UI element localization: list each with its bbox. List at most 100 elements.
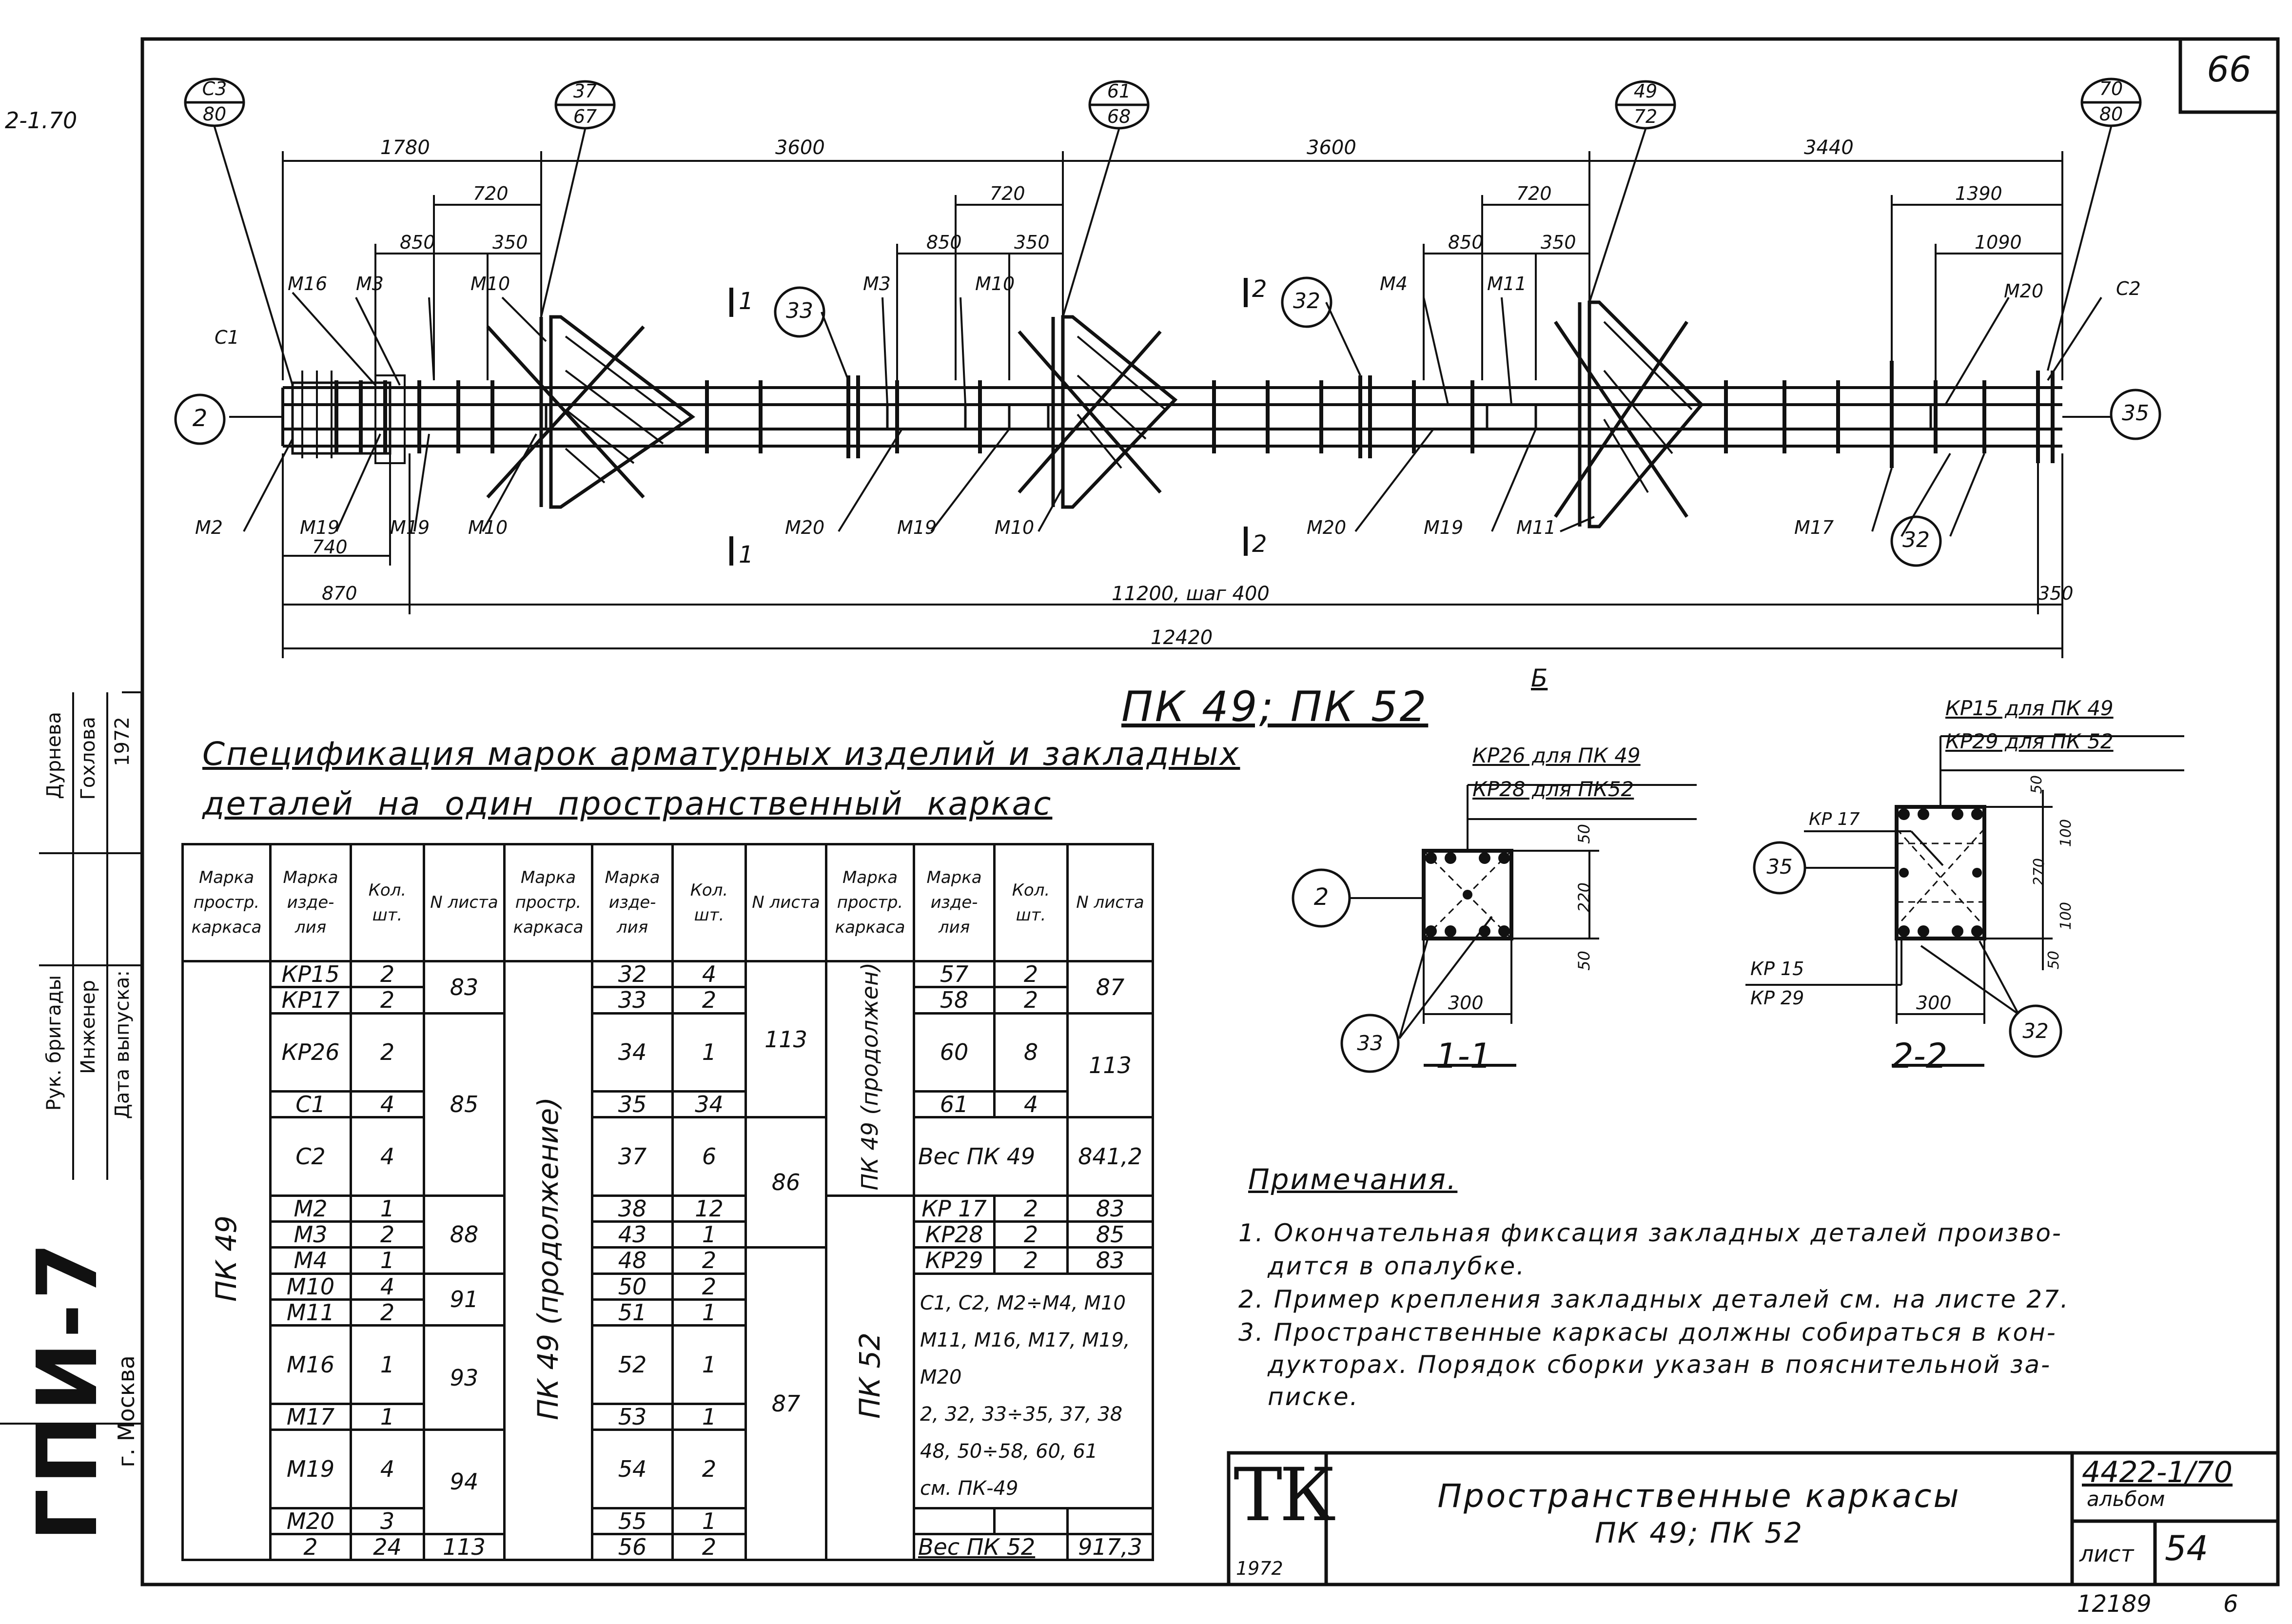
cell: 1 bbox=[671, 1220, 747, 1249]
cell-empty bbox=[1066, 1507, 1154, 1536]
cell: 34 bbox=[591, 1012, 674, 1093]
mark-m17: М17 bbox=[1794, 517, 1834, 538]
cell: 1 bbox=[350, 1324, 425, 1405]
cell: М10 bbox=[269, 1272, 352, 1301]
cell: М11 bbox=[269, 1298, 352, 1327]
cell: 2 bbox=[350, 959, 425, 989]
callout-35: 35 bbox=[2122, 401, 2149, 426]
cell: 2 bbox=[350, 986, 425, 1015]
weight-pk52-value: 917,3 bbox=[1066, 1532, 1154, 1562]
group-pk49-cont: ПК 49 (продолжение) bbox=[503, 959, 593, 1562]
callout-32a: 32 bbox=[1293, 289, 1320, 313]
cell: 2 bbox=[671, 986, 747, 1015]
section-2-kp17: КР 17 bbox=[1809, 809, 1860, 829]
cell: М19 bbox=[269, 1428, 352, 1509]
cell: 4 bbox=[993, 1090, 1069, 1119]
cell: КР15 bbox=[269, 959, 352, 989]
cell: 53 bbox=[591, 1402, 674, 1431]
table-row: М3 2 43 1 КР28 2 85 bbox=[183, 1220, 1154, 1249]
table-row: М20 3 55 1 bbox=[183, 1507, 1154, 1536]
cell-empty bbox=[993, 1507, 1069, 1536]
table-row: М19 4 94 54 2 bbox=[183, 1428, 1153, 1535]
cell: КР 17 bbox=[913, 1194, 996, 1223]
cell: 8 bbox=[993, 1012, 1069, 1093]
mark-m4: М4 bbox=[1380, 273, 1408, 294]
mark-c1: С1 bbox=[215, 327, 239, 348]
composition-line: 48, 50÷58, 60, 61 bbox=[920, 1440, 1098, 1463]
spec-title-line2: деталей на один пространственный каркас bbox=[202, 785, 1053, 822]
callout-2: 2 bbox=[192, 405, 208, 432]
dim-350b: 350 bbox=[1014, 232, 1050, 253]
composition-line: М11, М16, М17, М19, М20 bbox=[920, 1329, 1130, 1389]
table-row: М16 1 93 52 1 bbox=[183, 1324, 1153, 1431]
cell: 2 bbox=[993, 959, 1069, 989]
cell: М20 bbox=[269, 1507, 352, 1536]
cell: 52 bbox=[591, 1324, 674, 1405]
cell: 51 bbox=[591, 1298, 674, 1327]
dim-740: 740 bbox=[312, 536, 348, 558]
section-2-label: 2-2 bbox=[1892, 1036, 1948, 1076]
cell: 2 bbox=[350, 1298, 425, 1327]
note-line-5: дукторах. Порядок сборки указан в поясни… bbox=[1268, 1350, 2052, 1379]
cell: 2 bbox=[993, 1194, 1069, 1223]
cell: 4 bbox=[350, 1428, 425, 1509]
cell: 33 bbox=[591, 986, 674, 1015]
spec-header-row: Марка простр. каркаса Марка изде- лия Ко… bbox=[181, 843, 1154, 962]
dim-1390: 1390 bbox=[1955, 183, 2002, 204]
cell: 57 bbox=[913, 959, 996, 989]
mark-m10b: М10 bbox=[975, 273, 1015, 294]
hdr-7: Кол. шт. bbox=[671, 843, 747, 962]
view-mark: Б bbox=[1531, 664, 1548, 692]
pk52-composition: С1, С2, М2÷М4, М10 М11, М16, М17, М19, М… bbox=[913, 1272, 1154, 1509]
dim-720b: 720 bbox=[990, 183, 1025, 204]
cell: 43 bbox=[591, 1220, 674, 1249]
mark-m20a: М20 bbox=[2004, 280, 2044, 302]
cell: 1 bbox=[350, 1246, 425, 1275]
cell: КР28 bbox=[913, 1220, 996, 1249]
hdr-11: Кол. шт. bbox=[993, 843, 1069, 962]
cell: 1 bbox=[671, 1298, 747, 1327]
dim-870: 870 bbox=[322, 583, 357, 604]
mark-m19a: М19 bbox=[300, 517, 340, 538]
cell: М17 bbox=[269, 1402, 352, 1431]
table-row: М11 2 51 1 bbox=[183, 1298, 1153, 1327]
section-1-label: 1-1 bbox=[1436, 1036, 1492, 1076]
weight-pk49-value: 841,2 bbox=[1066, 1116, 1154, 1197]
hdr-12: N листа bbox=[1066, 843, 1154, 962]
cell: 4 bbox=[350, 1090, 425, 1119]
plan-view bbox=[174, 78, 2161, 658]
mark-m3a: М3 bbox=[356, 273, 384, 294]
cell: 2 bbox=[993, 1220, 1069, 1249]
cell: С1 bbox=[269, 1090, 352, 1119]
table-row: КР26 2 85 34 1 60 8 113 bbox=[183, 1012, 1154, 1197]
callout-61-den: 68 bbox=[1107, 106, 1131, 127]
section-mark-2-bottom: 2 bbox=[1252, 530, 1267, 558]
cell: КР29 bbox=[913, 1246, 996, 1275]
cell: 35 bbox=[591, 1090, 674, 1119]
weight-pk52-label: Вес ПК 52 bbox=[913, 1532, 1069, 1562]
cell: 83 bbox=[423, 960, 506, 1015]
mark-m19b: М19 bbox=[390, 517, 430, 538]
hdr-2: Марка изде- лия bbox=[269, 843, 352, 962]
dim-1090: 1090 bbox=[1975, 232, 2022, 253]
album-label: альбом bbox=[2087, 1487, 2165, 1511]
cell: 34 bbox=[671, 1090, 747, 1119]
cell: 1 bbox=[350, 1194, 425, 1223]
doc-number: 4422-1/70 bbox=[2082, 1455, 2233, 1489]
cell: 1 bbox=[671, 1507, 747, 1536]
cell: 94 bbox=[423, 1428, 506, 1535]
mark-m3b: М3 bbox=[863, 273, 891, 294]
cell: 55 bbox=[591, 1507, 674, 1536]
notes-title: Примечания. bbox=[1248, 1163, 1458, 1196]
cell: 113 bbox=[744, 959, 827, 1119]
callout-37-den: 67 bbox=[573, 106, 597, 127]
dim-850a: 850 bbox=[400, 232, 435, 253]
cell: С2 bbox=[269, 1116, 352, 1197]
section-2-note-2: КР29 для ПК 52 bbox=[1945, 729, 2114, 753]
note-line-6: писке. bbox=[1268, 1383, 1359, 1411]
mark-m16: М16 bbox=[288, 273, 328, 294]
cell: 3 bbox=[350, 1507, 425, 1536]
